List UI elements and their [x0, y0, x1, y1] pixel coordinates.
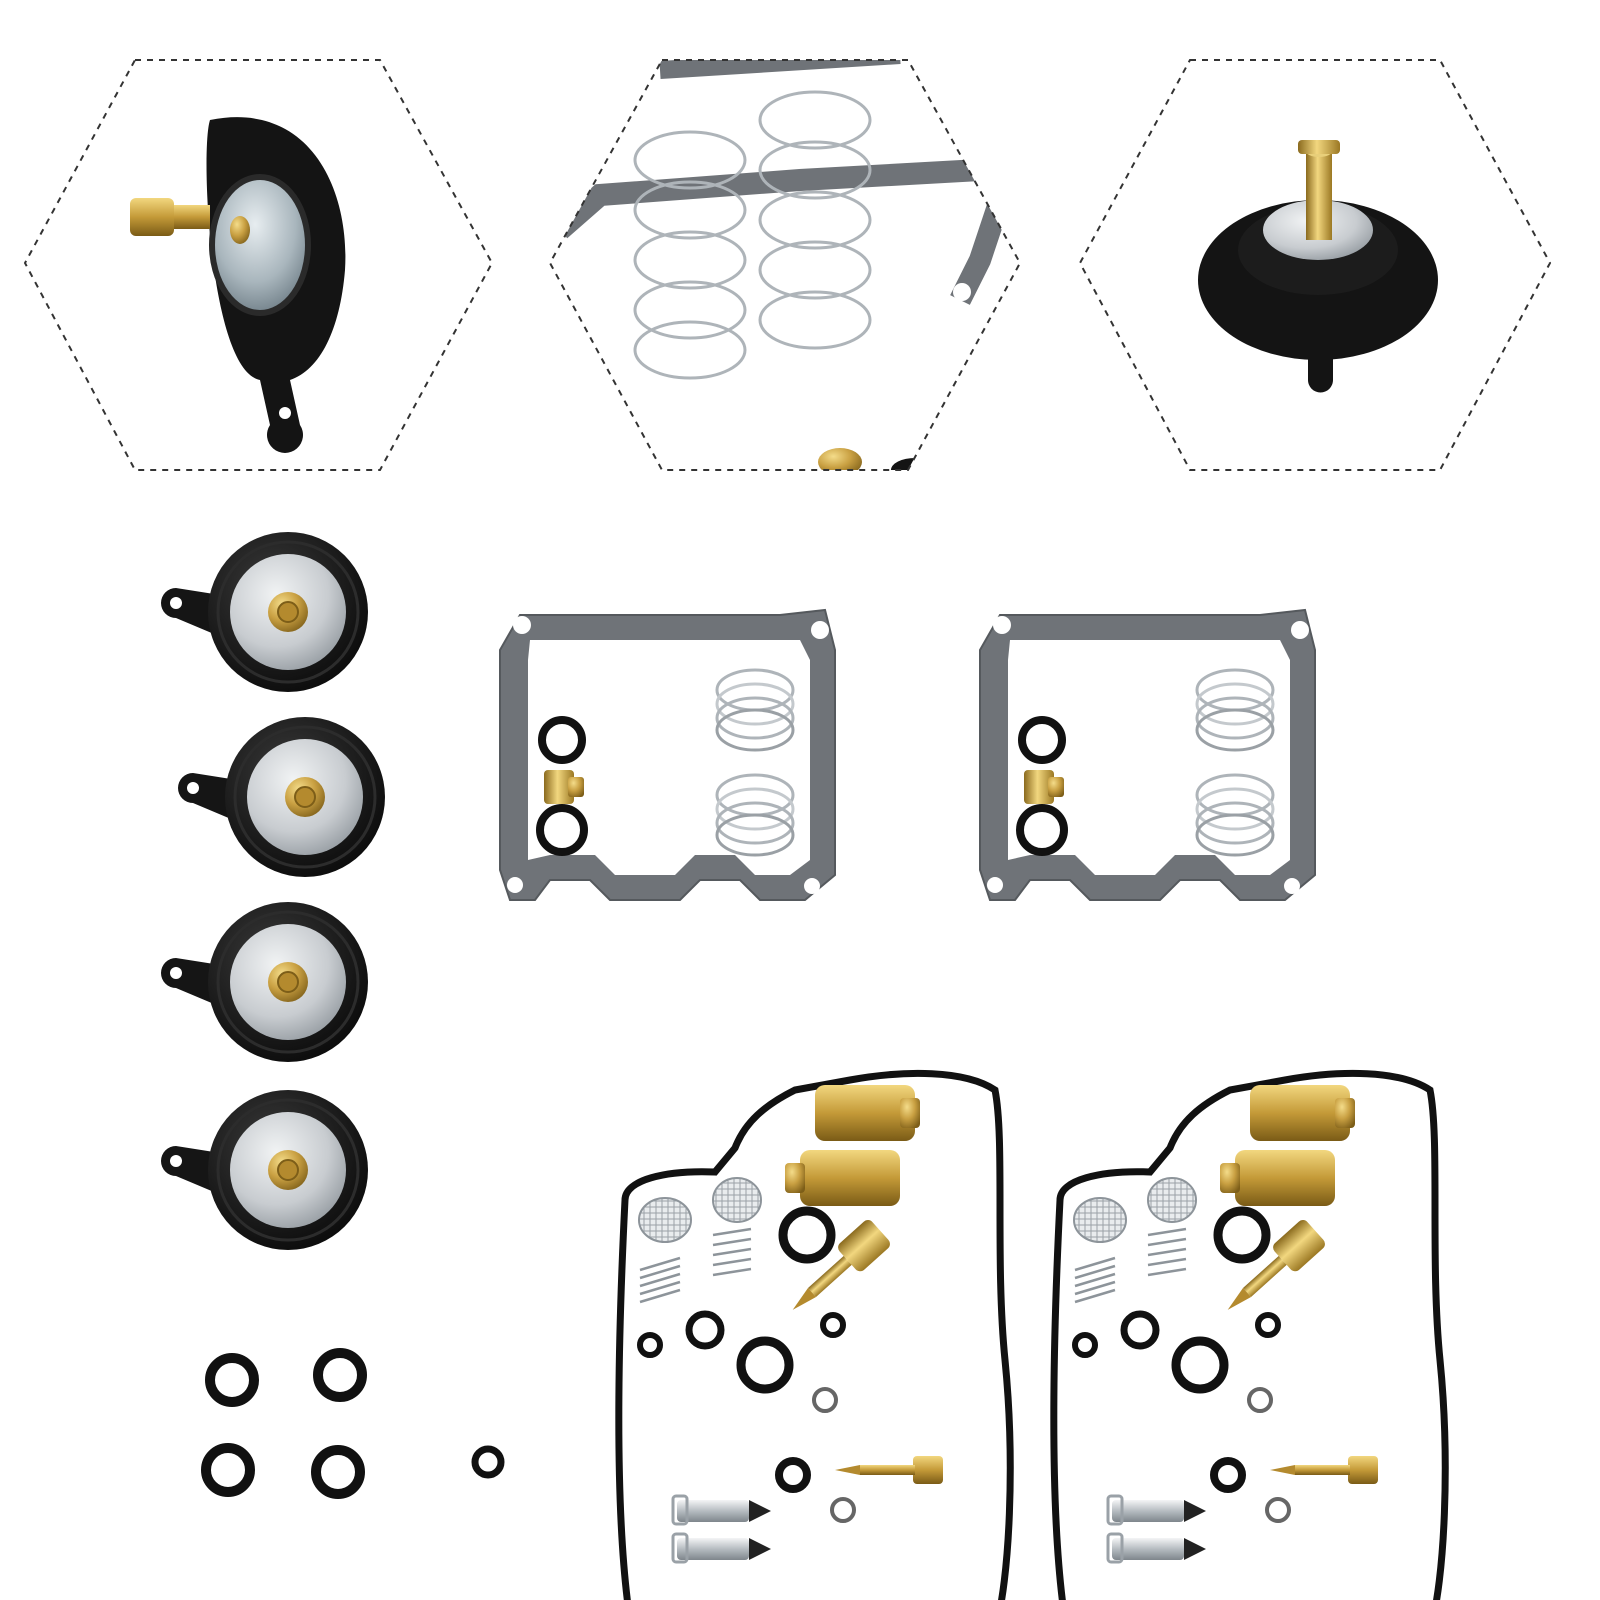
gasket-set-top-1 [500, 610, 835, 900]
diaphragm-2 [176, 715, 387, 879]
gasket-set-top-2 [980, 610, 1315, 900]
diaphragm-3 [159, 900, 370, 1064]
hex-closeup-left [23, 59, 494, 471]
hex-closeup-right [1078, 59, 1552, 471]
gasket-set-bottom-1 [619, 1073, 1010, 1600]
hex-closeup-middle [548, 59, 1022, 471]
diaphragm-4 [159, 1088, 370, 1252]
diaphragm-1 [159, 530, 370, 694]
loose-orings [206, 1353, 505, 1494]
gasket-set-bottom-2 [1054, 1073, 1445, 1600]
